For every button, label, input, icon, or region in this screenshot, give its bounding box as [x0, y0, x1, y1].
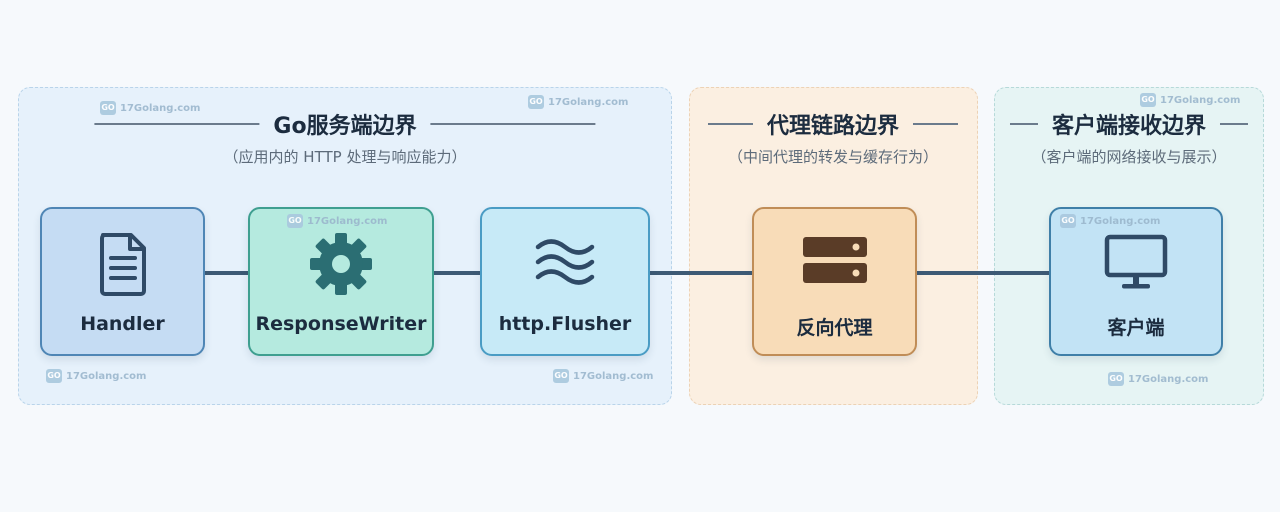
handler-label: Handler	[80, 313, 165, 335]
http-flusher-label: http.Flusher	[498, 313, 632, 335]
go-boundary-title-text: Go服务端边界	[273, 114, 417, 139]
title-rule	[430, 123, 596, 125]
title-rule	[913, 123, 959, 125]
watermark-logo-icon: GO	[1060, 214, 1076, 228]
title-rule	[1220, 123, 1249, 125]
connector-handler-writer	[205, 271, 248, 275]
client-node[interactable]: 客户端	[1049, 207, 1223, 356]
watermark-logo-icon: GO	[46, 369, 62, 383]
handler-node[interactable]: Handler	[40, 207, 205, 356]
watermark-logo-icon: GO	[528, 95, 544, 109]
client-label: 客户端	[1107, 317, 1165, 339]
waves-icon	[534, 231, 596, 295]
gear-icon	[308, 231, 374, 301]
connector-flusher-proxy	[650, 271, 752, 275]
monitor-icon	[1104, 231, 1168, 297]
server-icon	[802, 231, 868, 291]
title-rule	[94, 123, 260, 125]
go-boundary-subtitle: （应用内的 HTTP 处理与响应能力）	[223, 148, 467, 166]
watermark-logo-icon: GO	[1108, 372, 1124, 386]
watermark-logo-icon: GO	[100, 101, 116, 115]
title-rule	[707, 123, 753, 125]
proxy-boundary-title-text: 代理链路边界	[766, 114, 900, 139]
http-flusher-node[interactable]: http.Flusher	[480, 207, 650, 356]
watermark-logo-icon: GO	[1140, 93, 1156, 107]
go-boundary-title: Go服务端边界	[94, 108, 596, 140]
client-boundary-title-text: 客户端接收边界	[1051, 114, 1207, 139]
watermark-logo-icon: GO	[553, 369, 569, 383]
watermark-logo-icon: GO	[287, 214, 303, 228]
response-writer-node[interactable]: ResponseWriter	[248, 207, 434, 356]
document-icon	[97, 231, 149, 301]
reverse-proxy-node[interactable]: 反向代理	[752, 207, 917, 356]
response-writer-label: ResponseWriter	[255, 313, 427, 335]
reverse-proxy-label: 反向代理	[796, 317, 873, 339]
title-rule	[1009, 123, 1038, 125]
connector-writer-flusher	[434, 271, 480, 275]
connector-proxy-client	[917, 271, 1049, 275]
client-boundary-title: 客户端接收边界	[1009, 108, 1249, 140]
proxy-boundary-title: 代理链路边界	[707, 108, 959, 140]
client-boundary-subtitle: （客户端的网络接收与展示）	[1031, 148, 1227, 166]
proxy-boundary-subtitle: （中间代理的转发与缓存行为）	[727, 148, 939, 166]
